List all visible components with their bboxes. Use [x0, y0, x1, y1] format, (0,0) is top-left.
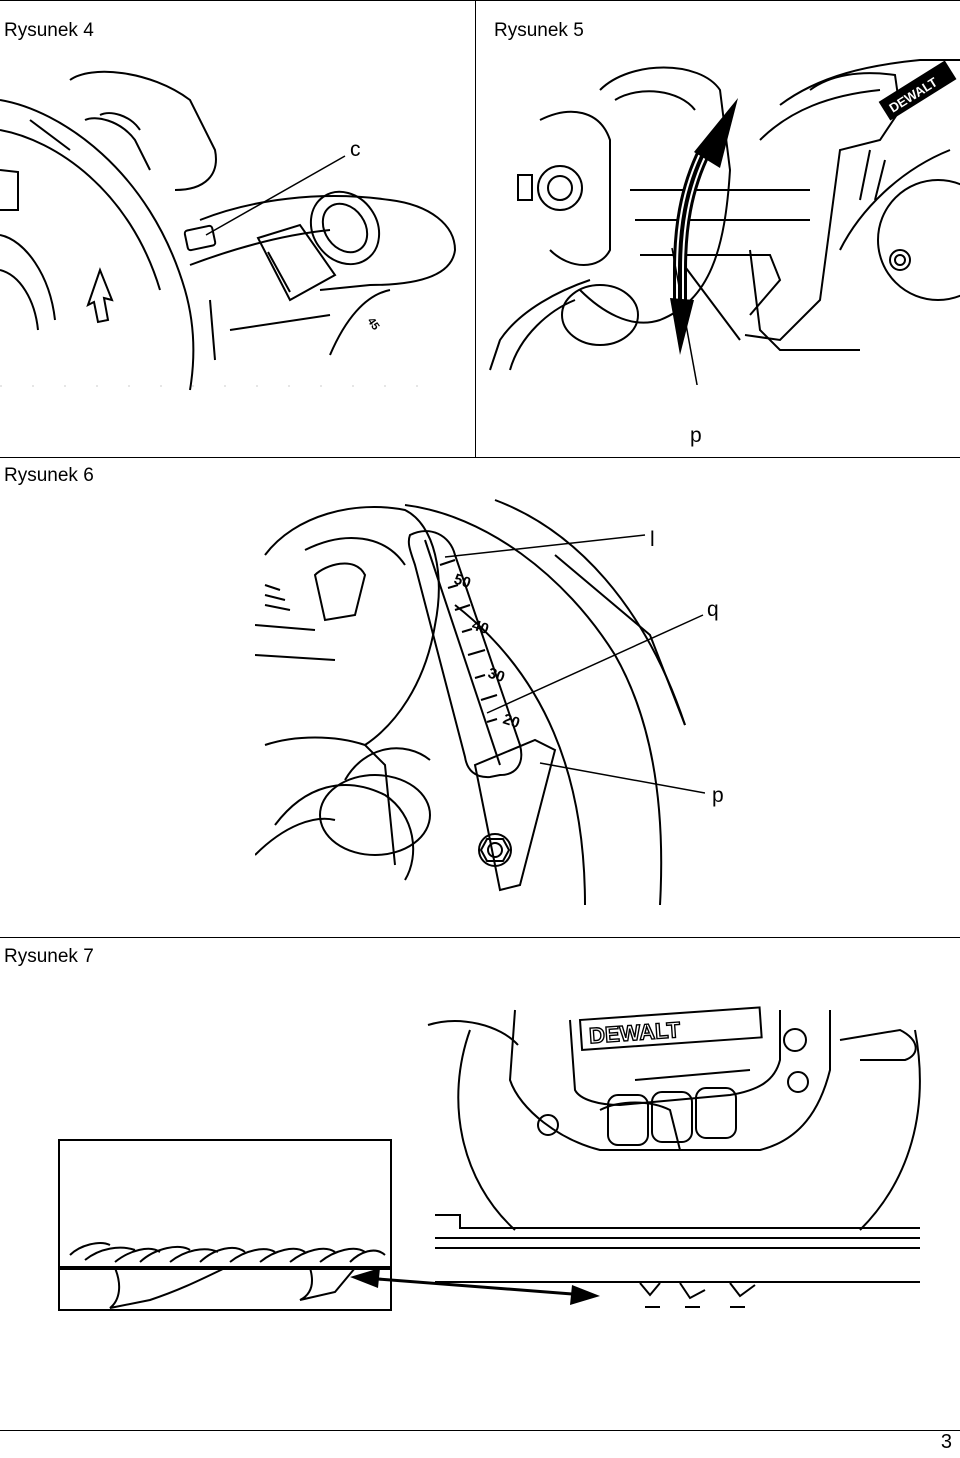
bottom-rule [0, 1430, 960, 1431]
fig6-callout-p-label: p [712, 784, 724, 807]
figure-6-caption: Rysunek 6 [4, 465, 94, 486]
lever-direction-arrow [670, 98, 738, 355]
column-divider [475, 0, 476, 457]
scale-tick-20: 20 [501, 711, 522, 732]
figure-4-illustration [0, 60, 470, 400]
callout-p-leader [671, 247, 698, 385]
figure-7-caption: Rysunek 7 [4, 946, 94, 967]
row1-divider [0, 457, 960, 458]
scale-tick-50: 50 [452, 571, 473, 592]
page-number: 3 [940, 1431, 952, 1453]
figure-5-illustration: DEWALT [480, 50, 960, 385]
bevel-scale-drawing: 50 40 30 20 [255, 499, 705, 905]
row2-divider [0, 937, 960, 938]
inset-relation-arrow [350, 1268, 600, 1305]
callout-p-leader [539, 762, 705, 794]
callout-c-leader [205, 155, 346, 236]
figure-5-caption: Rysunek 5 [494, 20, 584, 41]
scale-tick-40: 40 [470, 617, 491, 638]
callout-q-leader [486, 614, 704, 714]
figure-4-caption: Rysunek 4 [4, 20, 94, 41]
callout-l-leader [444, 534, 646, 558]
top-rule [0, 0, 960, 1]
scale-tick-30: 30 [486, 665, 507, 686]
callout-c-label: c [350, 138, 361, 161]
figure-7-illustration: DEWALT [40, 1000, 940, 1320]
figure-6-illustration: 50 40 30 20 [255, 495, 705, 905]
saw-depth-lever-drawing: DEWALT [489, 59, 960, 385]
saw-cut-detail-drawing: DEWALT [58, 1006, 921, 1311]
fig5-callout-p-label: p [690, 424, 702, 447]
fig6-callout-l-label: l [650, 528, 655, 551]
fig6-callout-q-label: q [707, 598, 719, 621]
saw-bevel-lever-drawing [0, 70, 457, 391]
